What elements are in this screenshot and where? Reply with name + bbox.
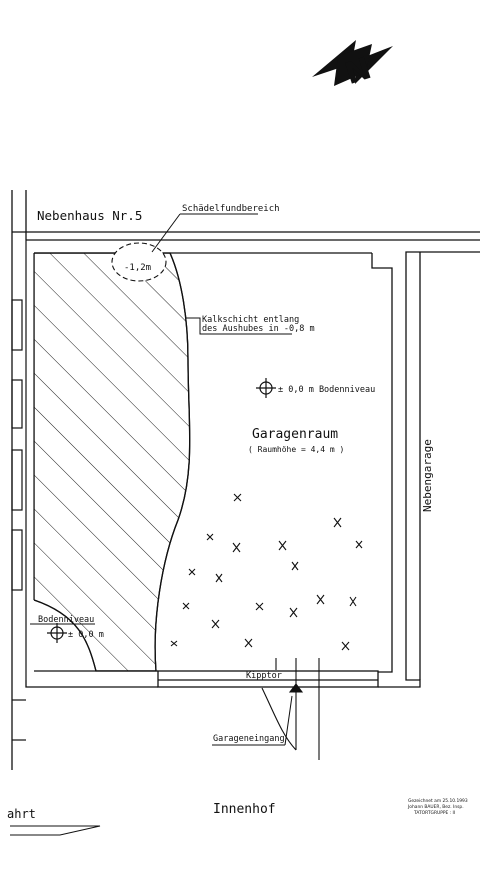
skull-find-ellipse xyxy=(111,242,167,282)
skull-depth-label: -1,2m xyxy=(124,263,151,273)
floor-level-left-title: Bodenniveau xyxy=(38,615,94,625)
room-height: ( Raumhöhe = 4,4 m ) xyxy=(248,445,344,454)
north-arrow: N xyxy=(312,40,393,92)
left-cut-label: ahrt xyxy=(7,807,36,821)
svg-text:Gezeichnet am 25.10.1993: Gezeichnet am 25.10.1993 xyxy=(408,798,468,804)
drawing-stamp: Gezeichnet am 25.10.1993 Johann BAUER, B… xyxy=(407,798,468,816)
garage-entrance-label: Garageneingang xyxy=(213,734,285,744)
neighbor-garage-label: Nebengarage xyxy=(421,439,434,512)
svg-text:Johann BAUER, Bez. Insp.: Johann BAUER, Bez. Insp. xyxy=(407,804,464,810)
floor-level-left-value: ± 0,0 m xyxy=(68,630,104,640)
lime-layer-area xyxy=(33,252,191,672)
room-name: Garagenraum xyxy=(252,427,338,442)
lime-layer-label-2: des Aushubes in -0,8 m xyxy=(202,324,315,334)
leader-lines xyxy=(10,213,293,836)
floor-level-marker-main xyxy=(256,378,276,398)
left-wall xyxy=(11,240,35,741)
tilt-door-label: Kipptor xyxy=(246,671,282,681)
floor-level-main-label: ± 0,0 m Bodenniveau xyxy=(278,385,375,395)
lime-layer-label-1: Kalkschicht entlang xyxy=(202,315,299,325)
floor-level-marker-left xyxy=(47,623,67,643)
nebenhaus-label: Nebenhaus Nr.5 xyxy=(37,208,142,223)
courtyard-label: Innenhof xyxy=(213,802,276,817)
svg-text:TATORTGRUPPE : II: TATORTGRUPPE : II xyxy=(413,810,455,816)
skull-area-label: Schädelfundbereich xyxy=(182,204,280,214)
door-swing xyxy=(261,658,320,760)
x-marks xyxy=(170,493,363,651)
